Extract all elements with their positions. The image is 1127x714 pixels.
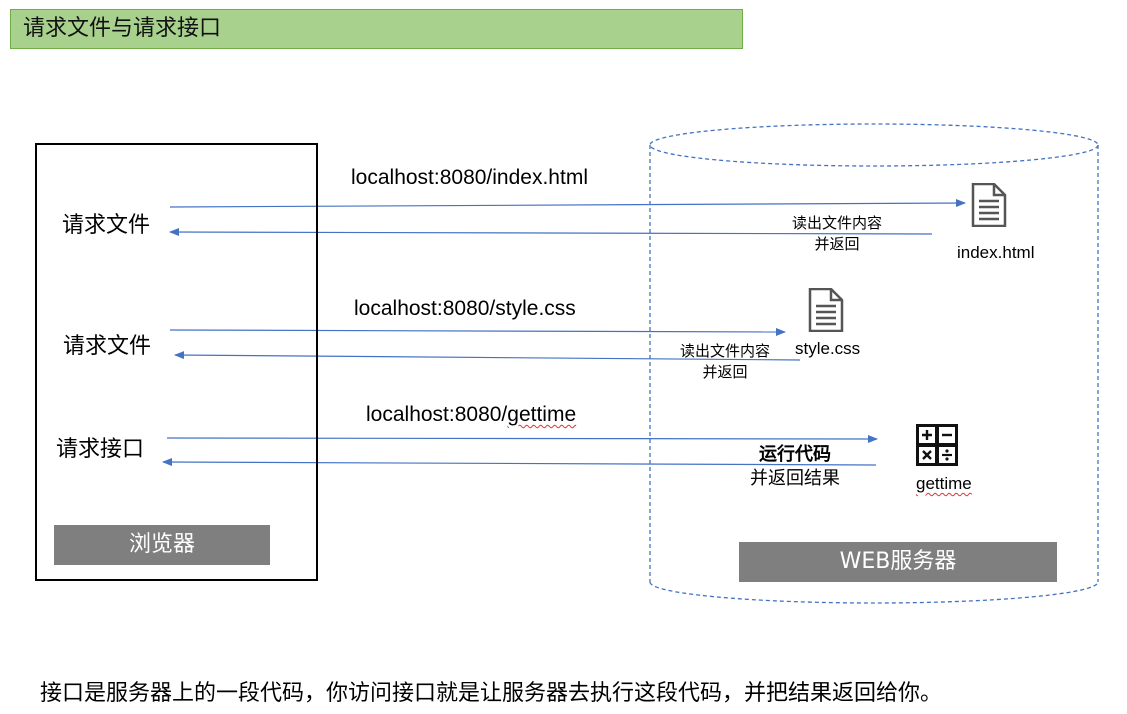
read-file-note-2-line1: 读出文件内容 bbox=[680, 342, 771, 360]
response-arrow-1 bbox=[169, 228, 933, 237]
run-code-note-line2: 并返回结果 bbox=[750, 468, 840, 489]
document-icon bbox=[971, 183, 1007, 227]
response-arrow-2 bbox=[174, 351, 801, 361]
request-file-label-2: 请求文件 bbox=[63, 334, 152, 359]
page-title: 请求文件与请求接口 bbox=[10, 9, 743, 49]
url-gettime-path: gettime bbox=[507, 403, 577, 426]
document-icon bbox=[808, 288, 844, 332]
read-file-note-1: 读出文件内容 并返回 bbox=[792, 213, 882, 255]
request-file-label-1: 请求文件 bbox=[62, 213, 151, 238]
read-file-note-1-line1: 读出文件内容 bbox=[792, 214, 883, 232]
browser-box bbox=[35, 143, 318, 581]
response-arrow-3 bbox=[162, 458, 877, 467]
url-index-html: localhost:8080/index.html bbox=[351, 166, 588, 189]
footer-explanation: 接口是服务器上的一段代码，你访问接口就是让服务器去执行这段代码，并把结果返回给你… bbox=[40, 681, 943, 706]
request-api-label: 请求接口 bbox=[56, 437, 145, 462]
api-label-gettime: gettime bbox=[916, 474, 972, 493]
request-arrow-1 bbox=[169, 199, 966, 208]
request-arrow-2 bbox=[169, 327, 786, 336]
server-cylinder bbox=[649, 123, 1099, 604]
file-label-index-html: index.html bbox=[957, 243, 1035, 262]
url-style-css: localhost:8080/style.css bbox=[354, 297, 576, 320]
calculator-icon bbox=[916, 424, 958, 466]
read-file-note-2: 读出文件内容 并返回 bbox=[680, 341, 770, 383]
read-file-note-1-line2: 并返回 bbox=[814, 235, 860, 253]
request-arrow-3 bbox=[166, 434, 878, 443]
run-code-note: 运行代码 并返回结果 bbox=[750, 443, 840, 491]
browser-label: 浏览器 bbox=[54, 525, 270, 565]
server-label: WEB服务器 bbox=[739, 542, 1057, 582]
read-file-note-2-line2: 并返回 bbox=[702, 363, 748, 381]
file-label-style-css: style.css bbox=[795, 339, 861, 358]
url-gettime-host: localhost:8080/ bbox=[366, 403, 508, 426]
url-gettime: localhost:8080/gettime bbox=[366, 403, 576, 427]
run-code-note-line1: 运行代码 bbox=[759, 444, 831, 465]
